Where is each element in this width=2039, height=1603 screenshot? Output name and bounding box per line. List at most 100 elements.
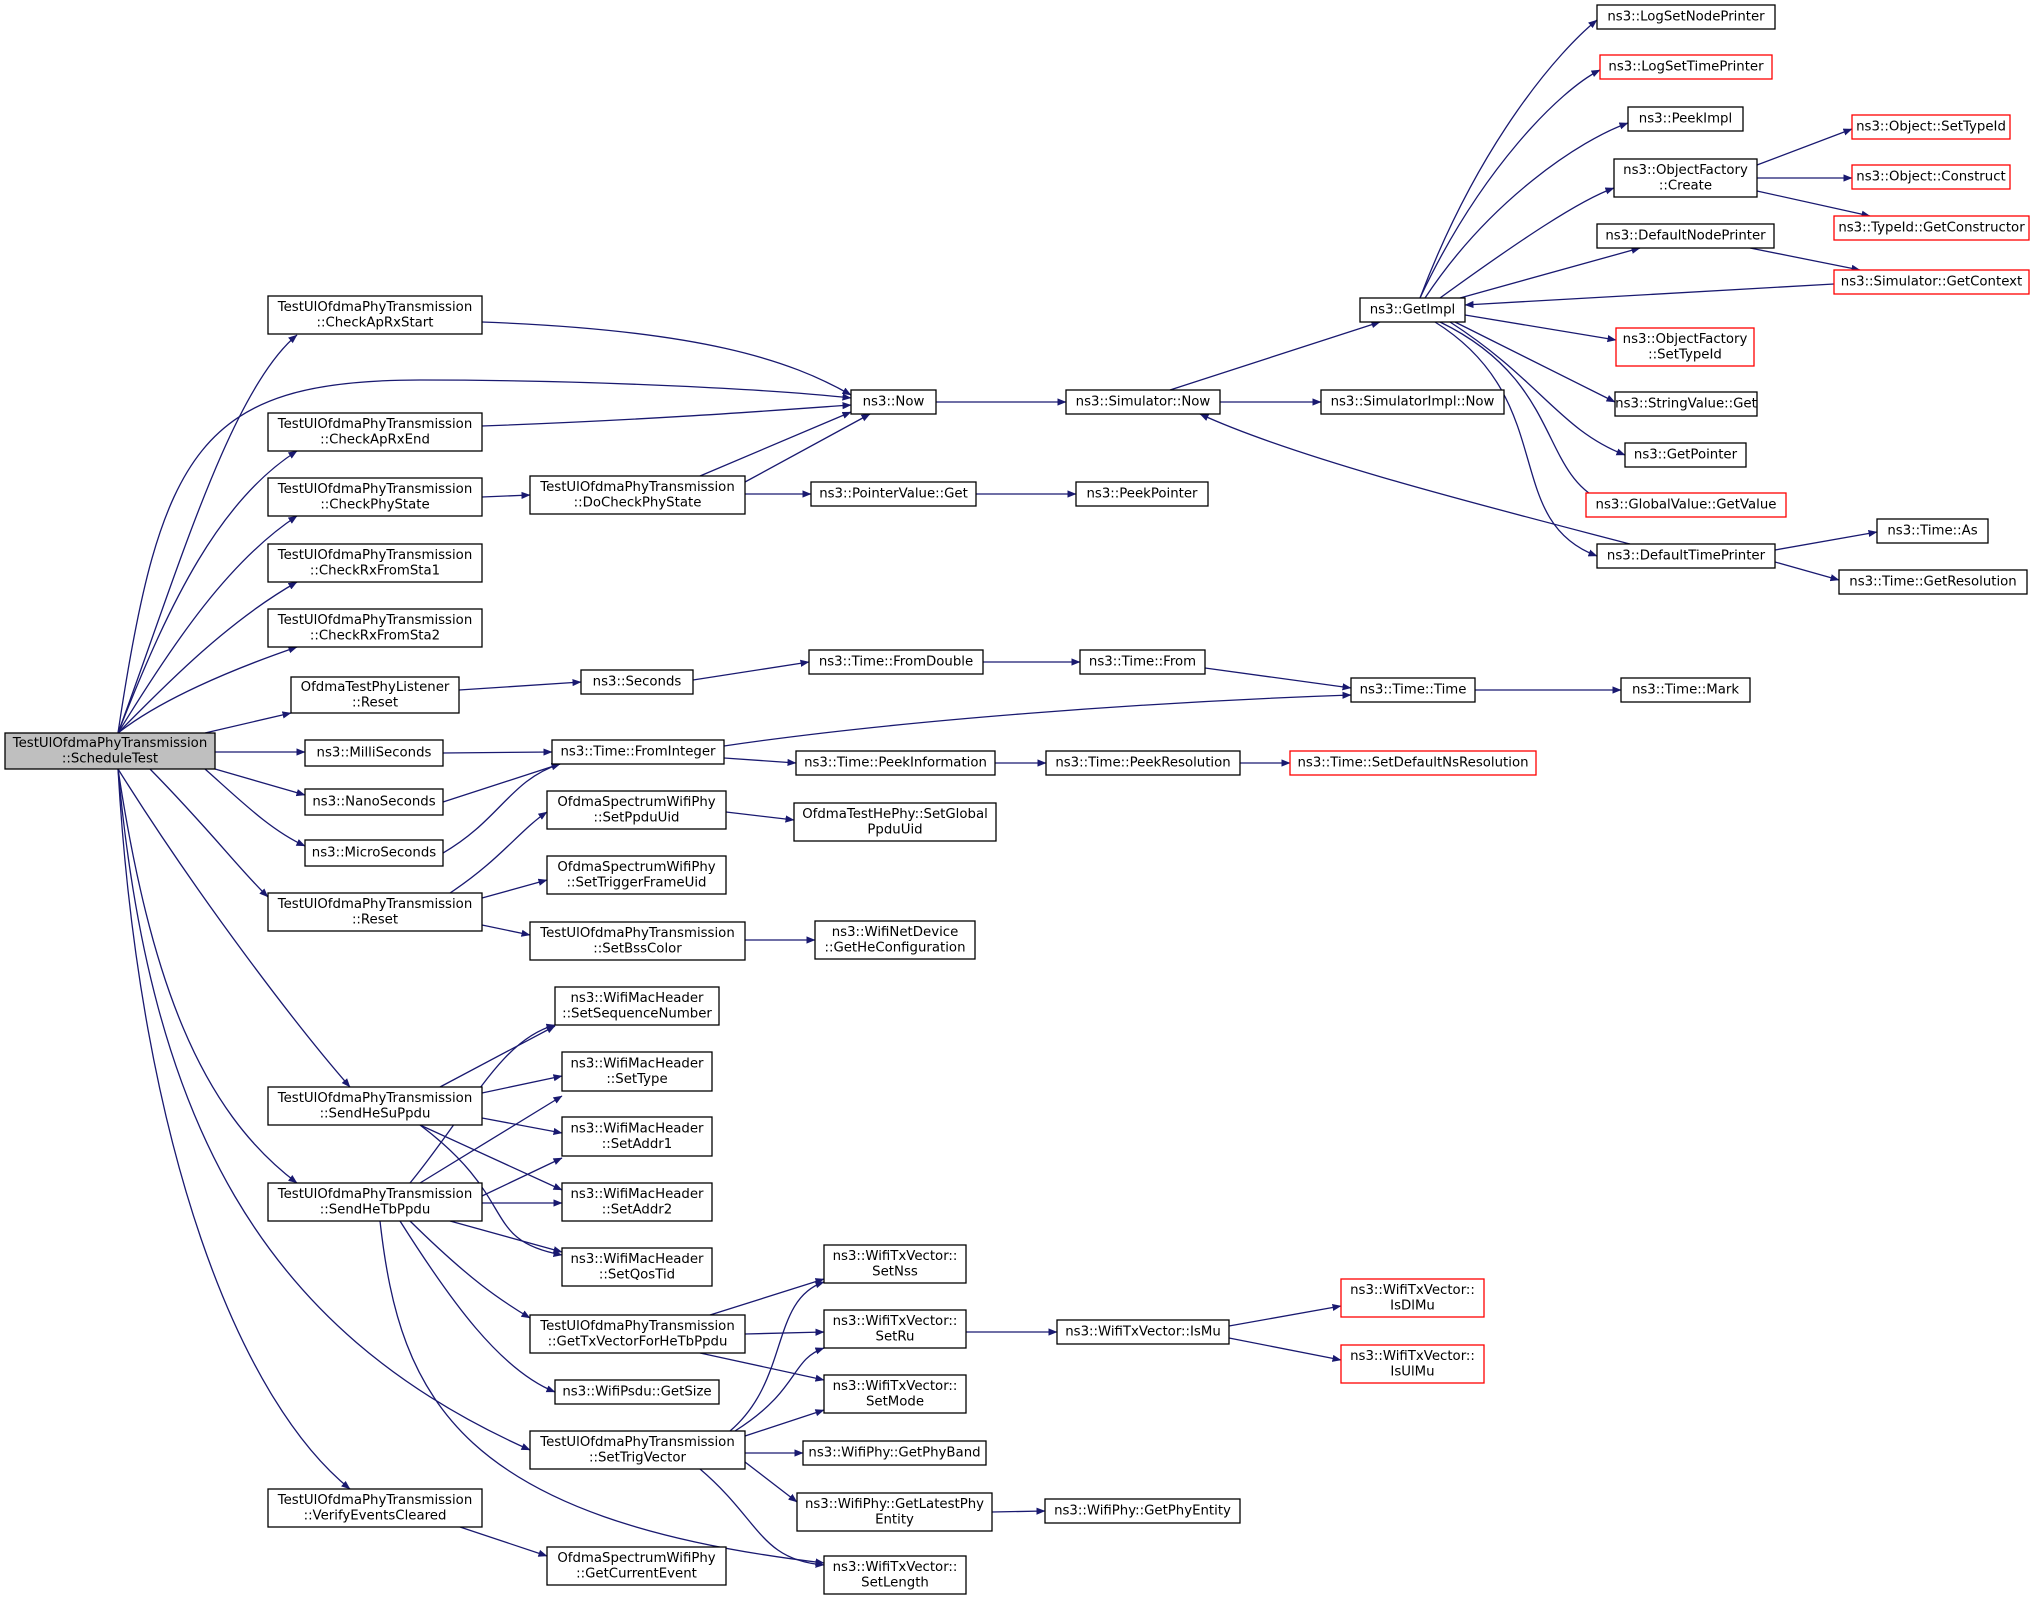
graph-node-peekResolution[interactable]: ns3::Time::PeekResolution bbox=[1045, 750, 1241, 776]
graph-node-objectFactoryCreate[interactable]: ns3::ObjectFactory::Create bbox=[1613, 158, 1758, 198]
node-box[interactable] bbox=[580, 669, 694, 695]
graph-node-tReset[interactable]: TestUlOfdmaPhyTransmission::Reset bbox=[267, 892, 483, 932]
node-box[interactable] bbox=[1289, 750, 1537, 776]
node-box[interactable] bbox=[529, 921, 746, 961]
graph-node-stringValueGet[interactable]: ns3::StringValue::Get bbox=[1614, 391, 1758, 417]
graph-node-root[interactable]: TestUlOfdmaPhyTransmission::ScheduleTest bbox=[4, 732, 216, 770]
node-box[interactable] bbox=[551, 739, 725, 765]
node-box[interactable] bbox=[1320, 389, 1505, 415]
node-box[interactable] bbox=[267, 1488, 483, 1528]
node-box[interactable] bbox=[1585, 492, 1787, 518]
node-box[interactable] bbox=[267, 1182, 483, 1222]
graph-node-nanoSeconds[interactable]: ns3::NanoSeconds bbox=[304, 788, 444, 816]
node-box[interactable] bbox=[267, 412, 483, 452]
graph-node-peekInformation[interactable]: ns3::Time::PeekInformation bbox=[795, 750, 996, 776]
node-box[interactable] bbox=[802, 1440, 987, 1466]
graph-node-timeMark[interactable]: ns3::Time::Mark bbox=[1620, 677, 1751, 703]
node-box[interactable] bbox=[529, 1430, 746, 1470]
node-box[interactable] bbox=[1876, 518, 1989, 544]
node-box[interactable] bbox=[850, 389, 937, 415]
graph-node-milliSeconds[interactable]: ns3::MilliSeconds bbox=[304, 739, 444, 767]
graph-node-checkPhyState[interactable]: TestUlOfdmaPhyTransmission::CheckPhyStat… bbox=[267, 477, 483, 517]
node-box[interactable] bbox=[795, 750, 996, 776]
node-box[interactable] bbox=[1614, 391, 1758, 417]
graph-node-timeAs[interactable]: ns3::Time::As bbox=[1876, 518, 1989, 544]
graph-node-setMode[interactable]: ns3::WifiTxVector::SetMode bbox=[823, 1374, 967, 1414]
node-box[interactable] bbox=[1596, 4, 1776, 30]
node-box[interactable] bbox=[823, 1555, 967, 1595]
node-box[interactable] bbox=[561, 1247, 713, 1287]
node-box[interactable] bbox=[267, 543, 483, 583]
node-box[interactable] bbox=[1599, 54, 1773, 80]
node-box[interactable] bbox=[4, 732, 216, 770]
node-box[interactable] bbox=[1613, 158, 1758, 198]
node-box[interactable] bbox=[554, 986, 720, 1026]
graph-node-isUlMu[interactable]: ns3::WifiTxVector::IsUlMu bbox=[1340, 1344, 1485, 1384]
graph-node-ns3Now[interactable]: ns3::Now bbox=[850, 389, 937, 415]
graph-node-isDlMu[interactable]: ns3::WifiTxVector::IsDlMu bbox=[1340, 1278, 1485, 1318]
node-box[interactable] bbox=[793, 802, 997, 842]
graph-node-globalValueGetValue[interactable]: ns3::GlobalValue::GetValue bbox=[1585, 492, 1787, 518]
node-box[interactable] bbox=[1851, 164, 2011, 190]
node-box[interactable] bbox=[814, 920, 976, 960]
node-box[interactable] bbox=[529, 1314, 746, 1354]
node-box[interactable] bbox=[1340, 1344, 1485, 1384]
node-box[interactable] bbox=[529, 475, 746, 515]
node-box[interactable] bbox=[810, 481, 977, 507]
graph-node-logSetNodePrinter[interactable]: ns3::LogSetNodePrinter bbox=[1596, 4, 1776, 30]
graph-node-fromDouble[interactable]: ns3::Time::FromDouble bbox=[808, 649, 984, 675]
node-box[interactable] bbox=[1627, 106, 1744, 132]
graph-node-sendHeSuPpdu[interactable]: TestUlOfdmaPhyTransmission::SendHeSuPpdu bbox=[267, 1086, 483, 1126]
node-box[interactable] bbox=[304, 788, 444, 816]
node-box[interactable] bbox=[808, 649, 984, 675]
graph-node-simImplNow[interactable]: ns3::SimulatorImpl::Now bbox=[1320, 389, 1505, 415]
graph-node-simulatorNow[interactable]: ns3::Simulator::Now bbox=[1065, 389, 1221, 415]
graph-node-verifyEventsCleared[interactable]: TestUlOfdmaPhyTransmission::VerifyEvents… bbox=[267, 1488, 483, 1528]
graph-node-simulatorGetContext[interactable]: ns3::Simulator::GetContext bbox=[1833, 269, 2030, 295]
node-box[interactable] bbox=[1340, 1278, 1485, 1318]
node-box[interactable] bbox=[1079, 649, 1206, 675]
graph-node-pointerValueGet[interactable]: ns3::PointerValue::Get bbox=[810, 481, 977, 507]
node-box[interactable] bbox=[561, 1051, 713, 1092]
graph-node-checkRxFromSta2[interactable]: TestUlOfdmaPhyTransmission::CheckRxFromS… bbox=[267, 608, 483, 648]
node-box[interactable] bbox=[267, 295, 483, 335]
graph-node-setRu[interactable]: ns3::WifiTxVector::SetRu bbox=[823, 1309, 967, 1349]
node-box[interactable] bbox=[267, 477, 483, 517]
node-box[interactable] bbox=[1838, 569, 2028, 595]
graph-node-getImpl[interactable]: ns3::GetImpl bbox=[1359, 297, 1466, 323]
graph-node-peekImpl[interactable]: ns3::PeekImpl bbox=[1627, 106, 1744, 132]
node-box[interactable] bbox=[561, 1182, 713, 1222]
node-box[interactable] bbox=[1045, 750, 1241, 776]
node-box[interactable] bbox=[823, 1244, 967, 1284]
graph-node-objectSetTypeId[interactable]: ns3::Object::SetTypeId bbox=[1851, 114, 2011, 140]
node-box[interactable] bbox=[1833, 215, 2030, 241]
node-box[interactable] bbox=[554, 1379, 720, 1405]
node-box[interactable] bbox=[1350, 677, 1476, 703]
node-box[interactable] bbox=[796, 1492, 993, 1532]
graph-node-setTriggerFrameUid[interactable]: OfdmaSpectrumWifiPhy::SetTriggerFrameUid bbox=[546, 855, 727, 895]
graph-node-getPointer[interactable]: ns3::GetPointer bbox=[1624, 442, 1747, 468]
graph-node-microSeconds[interactable]: ns3::MicroSeconds bbox=[304, 839, 444, 867]
node-box[interactable] bbox=[290, 676, 460, 714]
graph-node-setTrigVector[interactable]: TestUlOfdmaPhyTransmission::SetTrigVecto… bbox=[529, 1430, 746, 1470]
graph-node-getTxVector[interactable]: TestUlOfdmaPhyTransmission::GetTxVectorF… bbox=[529, 1314, 746, 1354]
node-box[interactable] bbox=[546, 855, 727, 895]
node-box[interactable] bbox=[1044, 1498, 1241, 1524]
graph-node-setLength[interactable]: ns3::WifiTxVector::SetLength bbox=[823, 1555, 967, 1595]
graph-node-fromInteger[interactable]: ns3::Time::FromInteger bbox=[551, 739, 725, 765]
graph-node-setSequenceNumber[interactable]: ns3::WifiMacHeader::SetSequenceNumber bbox=[554, 986, 720, 1026]
graph-node-checkApRxEnd[interactable]: TestUlOfdmaPhyTransmission::CheckApRxEnd bbox=[267, 412, 483, 452]
graph-node-logSetTimePrinter[interactable]: ns3::LogSetTimePrinter bbox=[1599, 54, 1773, 80]
graph-node-sendHeTbPpdu[interactable]: TestUlOfdmaPhyTransmission::SendHeTbPpdu bbox=[267, 1182, 483, 1222]
graph-node-setBssColor[interactable]: TestUlOfdmaPhyTransmission::SetBssColor bbox=[529, 921, 746, 961]
graph-node-setPpduUid[interactable]: OfdmaSpectrumWifiPhy::SetPpduUid bbox=[546, 790, 727, 830]
graph-node-listenerReset[interactable]: OfdmaTestPhyListener::Reset bbox=[290, 676, 460, 714]
graph-node-psduGetSize[interactable]: ns3::WifiPsdu::GetSize bbox=[554, 1379, 720, 1405]
graph-node-setAddr1[interactable]: ns3::WifiMacHeader::SetAddr1 bbox=[561, 1116, 713, 1157]
node-box[interactable] bbox=[1056, 1319, 1230, 1345]
graph-node-checkRxFromSta1[interactable]: TestUlOfdmaPhyTransmission::CheckRxFromS… bbox=[267, 543, 483, 583]
node-box[interactable] bbox=[823, 1374, 967, 1414]
graph-node-setType[interactable]: ns3::WifiMacHeader::SetType bbox=[561, 1051, 713, 1092]
